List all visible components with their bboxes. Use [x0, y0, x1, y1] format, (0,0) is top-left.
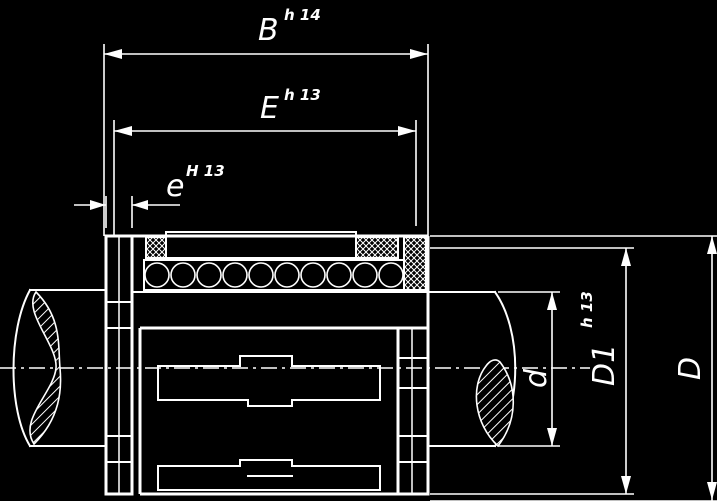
shaft-section-left: [29, 290, 62, 446]
shaft-right: [427, 290, 517, 448]
shaft-section-right: [475, 359, 515, 448]
ball: [274, 262, 300, 288]
track-profile-upper: [157, 355, 381, 407]
dimension-e-tolerance: H 13: [186, 162, 225, 180]
dimension-d: d: [498, 291, 560, 447]
dimension-e-symbol: e: [166, 169, 184, 204]
dimension-d-symbol: d: [519, 368, 554, 388]
right-retaining-ring: [396, 326, 430, 496]
dimension-B-tolerance: h 14: [284, 6, 321, 24]
ball: [196, 262, 222, 288]
ball: [300, 262, 326, 288]
ball: [170, 262, 196, 288]
track-profile-lower: [157, 459, 381, 491]
ball: [378, 262, 404, 288]
ball: [352, 262, 378, 288]
ball: [222, 262, 248, 288]
dimension-D1-symbol: D1: [587, 344, 622, 386]
dimension-E: E h 13: [113, 86, 417, 236]
ball-row: [143, 259, 405, 291]
dimension-E-tolerance: h 13: [284, 86, 321, 104]
shaft-left: [12, 288, 107, 448]
dimension-e: e H 13: [74, 162, 225, 228]
dimension-D1: D1 h 13: [430, 247, 634, 495]
dimension-E-symbol: E: [260, 91, 279, 126]
dimension-D: D: [430, 235, 717, 501]
dimension-D-symbol: D: [673, 357, 708, 380]
ball: [326, 262, 352, 288]
dimension-B: B h 14: [103, 6, 429, 236]
ball: [144, 262, 170, 288]
ball: [248, 262, 274, 288]
dimension-B-symbol: B: [258, 13, 279, 48]
left-end-cap: [104, 234, 134, 496]
outer-sleeve-section: [145, 231, 427, 291]
dimension-D1-tolerance: h 13: [578, 291, 596, 328]
